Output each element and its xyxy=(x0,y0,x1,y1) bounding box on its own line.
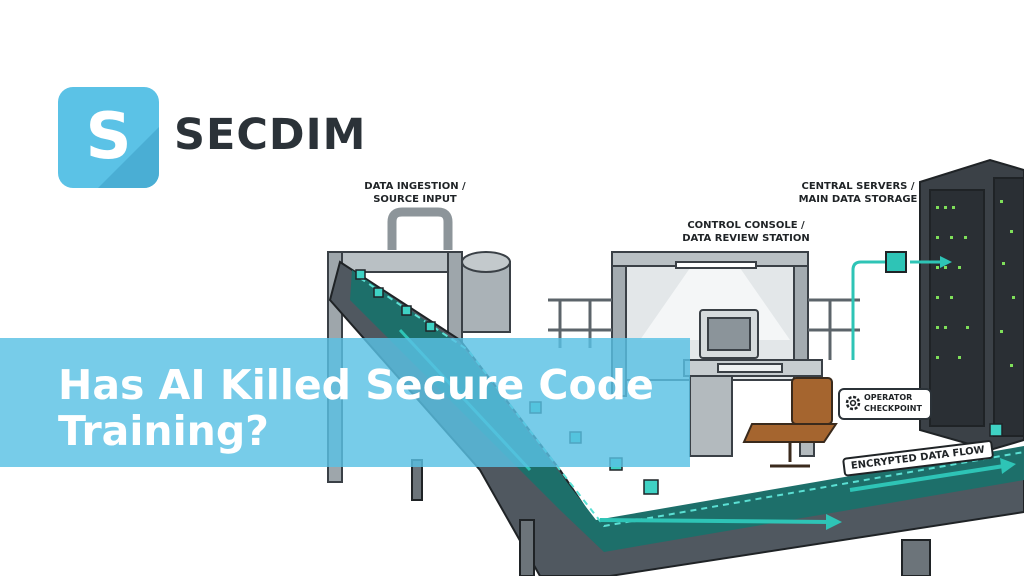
ingestion-label: DATA INGESTION / SOURCE INPUT xyxy=(360,180,470,206)
servers-label: CENTRAL SERVERS / MAIN DATA STORAGE xyxy=(796,180,920,206)
operator-checkpoint-badge: OPERATOR CHECKPOINT xyxy=(838,388,932,420)
ingestion-label-line1: DATA INGESTION / xyxy=(364,181,466,192)
logo-shadow xyxy=(98,127,159,188)
server-lights xyxy=(936,200,1015,367)
operator-chair xyxy=(742,377,838,468)
desk xyxy=(683,309,823,457)
servers-label-line2: MAIN DATA STORAGE xyxy=(798,194,918,205)
ingestion-label-line2: SOURCE INPUT xyxy=(373,194,457,205)
data-link xyxy=(851,256,952,360)
operator-label-line2: CHECKPOINT xyxy=(864,404,922,413)
servers-label-line1: CENTRAL SERVERS / xyxy=(801,181,915,192)
operator-label-line1: OPERATOR xyxy=(864,393,913,402)
console-label: CONTROL CONSOLE / DATA REVIEW STATION xyxy=(676,219,816,245)
headline-line-1: Has AI Killed Secure Code xyxy=(58,361,654,409)
brand-name: SECDIM xyxy=(174,110,367,160)
data-cube-icon xyxy=(885,251,907,273)
server-racks xyxy=(919,158,1024,452)
gear-icon xyxy=(845,395,861,411)
console-label-line2: DATA REVIEW STATION xyxy=(682,233,810,244)
logo-letter: S xyxy=(85,100,132,174)
secdim-logo-mark: S xyxy=(58,87,159,188)
console-label-line1: CONTROL CONSOLE / xyxy=(687,220,805,231)
headline: Has AI Killed Secure Code Training? xyxy=(58,362,698,454)
headline-banner xyxy=(0,338,690,467)
headline-line-2: Training? xyxy=(58,407,269,455)
belt-legs xyxy=(411,459,931,576)
operator-checkpoint-text: OPERATOR CHECKPOINT xyxy=(864,392,922,414)
